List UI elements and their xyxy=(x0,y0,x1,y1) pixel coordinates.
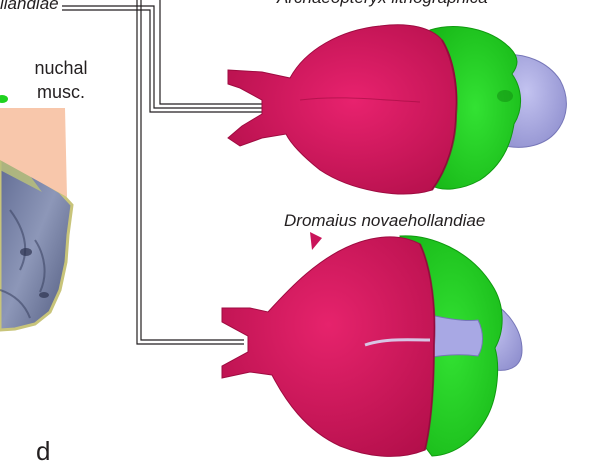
species-label-bottom: Dromaius novaehollandiae xyxy=(284,211,485,231)
muscle-label-line2: musc. xyxy=(32,82,90,103)
species-label-top-right: Archaeopteryx lithographica xyxy=(277,0,488,8)
bottom-skull-dromaius xyxy=(222,232,522,456)
leader-lines xyxy=(62,0,270,344)
top-skull-archaeopteryx xyxy=(228,25,566,194)
panel-letter: d xyxy=(36,436,50,467)
bottom-front-region xyxy=(222,237,434,456)
species-label-top-left: llandiae xyxy=(0,0,59,14)
muscle-label-line1: nuchal xyxy=(32,58,90,79)
top-front-region xyxy=(228,25,457,194)
side-skull-green-tip xyxy=(0,95,8,103)
